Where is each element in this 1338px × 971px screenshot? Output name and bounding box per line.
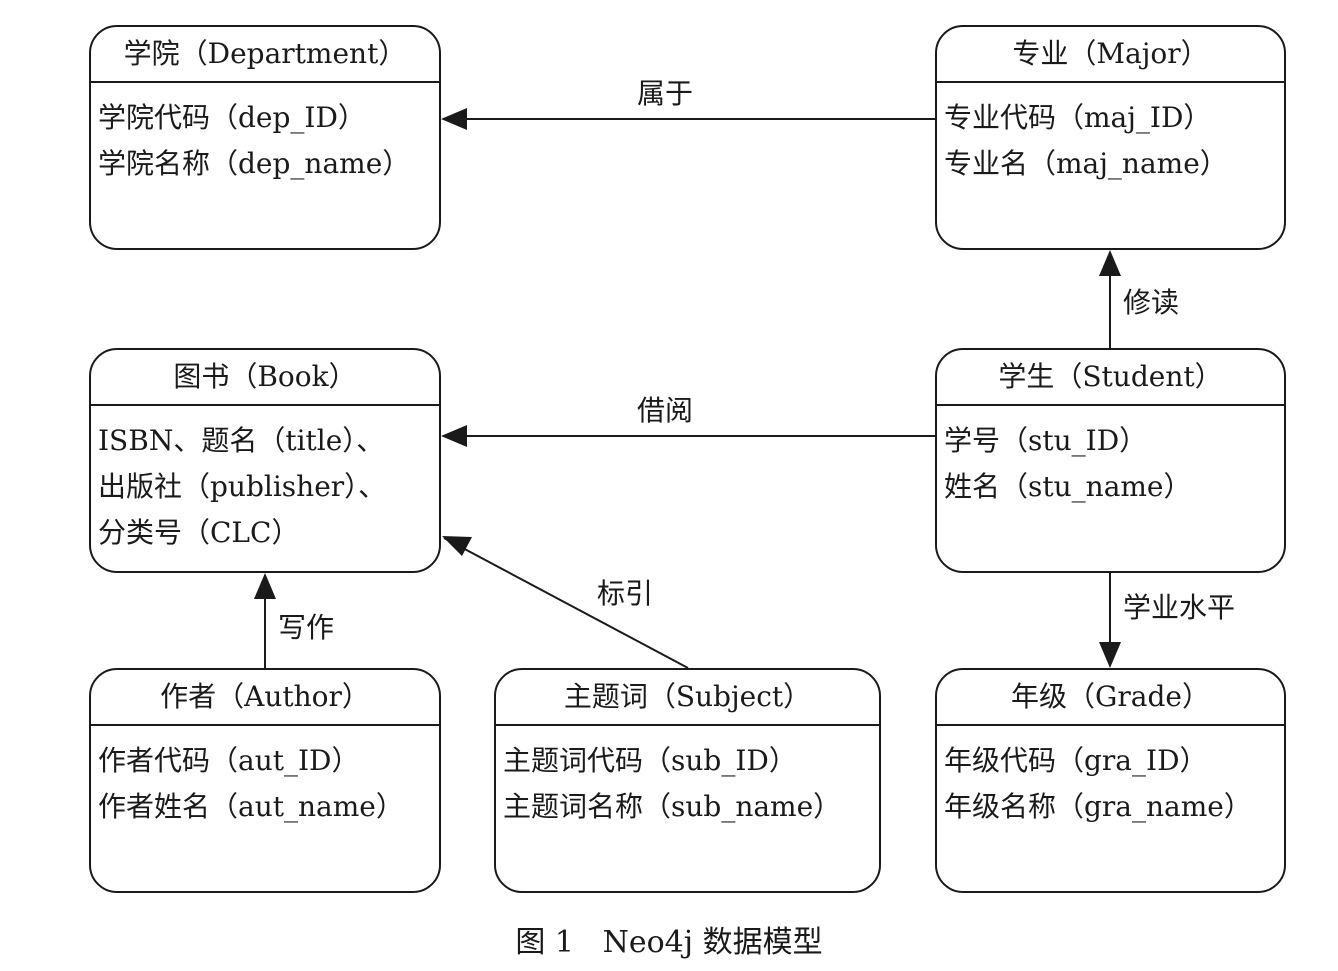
attribute: 专业代码（maj_ID） <box>944 101 1212 134</box>
arrowhead-academic-level <box>1099 642 1121 668</box>
entity-major: 专业（Major） 专业代码（maj_ID） 专业名（maj_name） <box>935 25 1286 250</box>
entity-attributes: 年级代码（gra_ID） 年级名称（gra_name） <box>937 726 1284 830</box>
entity-student: 学生（Student） 学号（stu_ID） 姓名（stu_name） <box>935 348 1286 573</box>
arrowhead-studies <box>1099 250 1121 276</box>
attribute: 主题词名称（sub_name） <box>503 790 842 823</box>
attribute: 分类号（CLC） <box>98 516 300 549</box>
entity-attributes: 学院代码（dep_ID） 学院名称（dep_name） <box>91 83 439 187</box>
attribute: ISBN、题名（title）、 <box>98 424 385 457</box>
arrowhead-borrows <box>441 425 467 447</box>
attribute: 主题词代码（sub_ID） <box>503 744 797 777</box>
edge-label-borrows: 借阅 <box>637 394 694 427</box>
figure-caption: 图 1 Neo4j 数据模型 <box>515 925 823 960</box>
attribute: 学院名称（dep_name） <box>98 147 411 180</box>
arrowhead-indexes <box>442 536 472 556</box>
entity-book: 图书（Book） ISBN、题名（title）、 出版社（publisher）、… <box>89 348 441 573</box>
entity-attributes: ISBN、题名（title）、 出版社（publisher）、 分类号（CLC） <box>91 406 439 556</box>
attribute: 作者代码（aut_ID） <box>98 744 360 777</box>
edge-label-belongs-to: 属于 <box>637 77 694 110</box>
entity-title: 学院（Department） <box>91 27 439 83</box>
entity-department: 学院（Department） 学院代码（dep_ID） 学院名称（dep_nam… <box>89 25 441 250</box>
edge-label-academic-level: 学业水平 <box>1123 591 1236 624</box>
entity-attributes: 专业代码（maj_ID） 专业名（maj_name） <box>937 83 1284 187</box>
entity-attributes: 作者代码（aut_ID） 作者姓名（aut_name） <box>91 726 439 830</box>
entity-attributes: 学号（stu_ID） 姓名（stu_name） <box>937 406 1284 510</box>
entity-subject: 主题词（Subject） 主题词代码（sub_ID） 主题词名称（sub_nam… <box>494 668 881 893</box>
edge-indexes <box>443 537 689 669</box>
edge-label-studies: 修读 <box>1123 286 1180 319</box>
entity-grade: 年级（Grade） 年级代码（gra_ID） 年级名称（gra_name） <box>935 668 1286 893</box>
attribute: 专业名（maj_name） <box>944 147 1228 180</box>
arrowhead-belongs-to <box>441 108 467 130</box>
attribute: 出版社（publisher）、 <box>98 470 387 503</box>
attribute: 作者姓名（aut_name） <box>98 790 404 823</box>
entity-title: 年级（Grade） <box>937 670 1284 726</box>
arrowhead-writes <box>254 573 276 599</box>
entity-title: 作者（Author） <box>91 670 439 726</box>
entity-attributes: 主题词代码（sub_ID） 主题词名称（sub_name） <box>496 726 879 830</box>
edge-label-indexes: 标引 <box>597 577 654 610</box>
entity-title: 图书（Book） <box>91 350 439 406</box>
attribute: 姓名（stu_name） <box>944 470 1192 503</box>
attribute: 年级名称（gra_name） <box>944 790 1252 823</box>
entity-author: 作者（Author） 作者代码（aut_ID） 作者姓名（aut_name） <box>89 668 441 893</box>
attribute: 学院代码（dep_ID） <box>98 101 366 134</box>
attribute: 学号（stu_ID） <box>944 424 1148 457</box>
edge-label-writes: 写作 <box>278 611 335 644</box>
attribute: 年级代码（gra_ID） <box>944 744 1208 777</box>
entity-title: 专业（Major） <box>937 27 1284 83</box>
entity-title: 学生（Student） <box>937 350 1284 406</box>
entity-title: 主题词（Subject） <box>496 670 879 726</box>
